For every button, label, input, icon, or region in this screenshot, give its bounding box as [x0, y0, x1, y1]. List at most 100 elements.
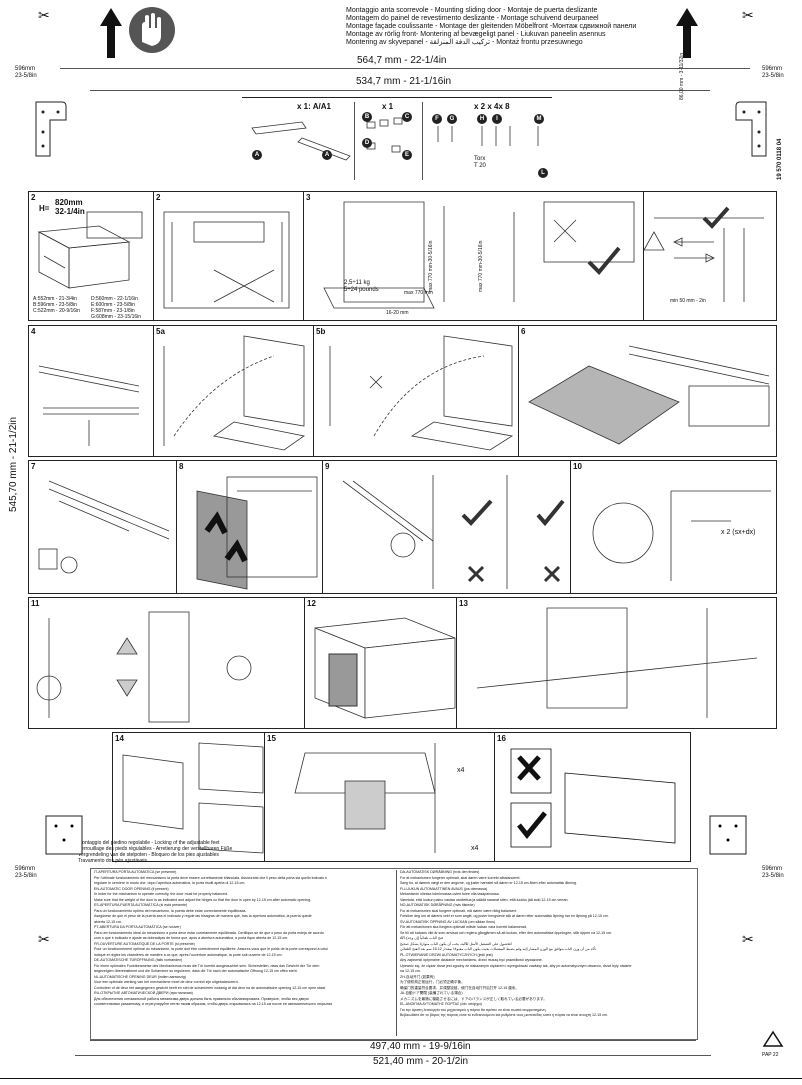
height-inches: 32-1/4in [55, 207, 85, 216]
instruction-line: DE-AUTOMATISCHE TÜRÖFFNUNG (falls vorhan… [94, 958, 183, 962]
part-letter-b: B [362, 112, 372, 122]
instruction-line: соответствовал указанному, и отрегулируй… [94, 1002, 333, 1006]
instruction-line: Make sure that the weight of the door is… [94, 897, 312, 902]
instruction-line: indiqué et réglez les charnières de mani… [94, 952, 283, 957]
dimension-row: G:608mm - 23-15/16in [91, 314, 142, 320]
parts-group-2-label: x 1 [382, 102, 394, 111]
rail-adjust-drawing [342, 475, 565, 589]
step-number: 12 [307, 599, 316, 608]
door-panel-drawing [528, 345, 770, 445]
cabinet-drawing [37, 211, 143, 289]
instruction-line: Für einen optimalen Funktionsweise des M… [94, 963, 320, 968]
part-letter-i: I [492, 114, 502, 124]
recycle-icon [762, 1030, 784, 1047]
quantity-label: x 2 (sx+dx) [721, 529, 756, 536]
instruction-line: EN-AUTOMATIC DOOR OPENING (if present) [94, 886, 169, 891]
step-panel-6: 6 [518, 325, 777, 457]
instruction-line: RU-ОТКРЫТИЕ АВТОМАТИЧЕСКОЙ ДВЕРИ (при на… [94, 991, 193, 995]
step-number: 8 [179, 462, 184, 471]
height-label: H= [39, 204, 50, 213]
instructions-right: DA-AUTOMATISK DØRÅBNING (hvis den findes… [400, 870, 692, 1019]
recycle-code: PAP 22 [762, 1052, 779, 1058]
min-clearance-label: min 50 mm - 2in [670, 298, 706, 304]
max-height-vertical: max 770 mm-30-5/16in [478, 240, 484, 292]
instruction-line: 为了使机构正常运行，门必须正确平衡。 [400, 980, 465, 984]
step-panel-5b: 5b [313, 325, 520, 457]
dishwasher-drawing [323, 201, 635, 309]
step-number: 5b [316, 327, 326, 336]
part-letter-e: E [402, 150, 412, 160]
parts-group-3-label: x 2 x 4x 8 [474, 102, 510, 111]
step-panel-10: 10 x 2 (sx+dx) [570, 460, 777, 594]
step-number: 5a [156, 327, 165, 336]
quantity-label: x4 [471, 845, 479, 852]
door-swing-drawing [163, 335, 305, 451]
hinge-drawing [163, 211, 290, 309]
title-line: Montage façade coulissante - Montage der… [346, 23, 637, 30]
kitchen-install-drawing [314, 617, 456, 719]
instruction-line: JA-自動ドア開閉 (装備されている場合) [400, 991, 463, 995]
side-label-inches: 23-5/8in [15, 873, 37, 879]
part-letter-c: C [402, 112, 412, 122]
door-swing-drawing [329, 335, 514, 451]
clearance-drawing [644, 206, 764, 302]
title-line: Montering av skyvepanel - تركيب الدفة ال… [346, 39, 583, 46]
left-vertical-dimension: 545,70 mm - 21-1/2in [8, 416, 19, 512]
step-number: 2 [156, 193, 161, 202]
instruction-line: メカニズムを最適に機能させるには、ドアのバランスが正しく取れている必要があります… [400, 996, 547, 1001]
rail-fitting-drawing [38, 365, 140, 446]
title-block: Montaggio anta scorrevole - Mounting sli… [346, 7, 676, 47]
quantity-label: x4 [457, 767, 465, 774]
torx-size-label: T 20 [474, 163, 486, 169]
instruction-line: PT-ABERTURA DA PORTA AUTOMÁTICA (se houv… [94, 925, 181, 929]
part-letter-d: D [362, 138, 372, 148]
step-panel-7: 7 [28, 460, 178, 594]
step-number: 4 [31, 327, 36, 336]
instruction-line: Forsikre deg om at dørens vekt er som an… [400, 914, 609, 918]
step-number: 10 [573, 462, 582, 471]
step-number: 14 [115, 734, 124, 743]
part-letter-a: A [322, 150, 332, 160]
side-label-inches: 23-5/8in [762, 73, 784, 79]
height-mm: 820mm [55, 198, 83, 207]
max-height-vertical: max 770 mm-30-5/16in [428, 240, 434, 292]
instruction-line: Pour un fonctionnement optimal du mécani… [94, 947, 328, 951]
instruction-line: للحصول على التشغيل الأمثل للآلية، يجب أن… [400, 941, 512, 946]
instruction-line: Βεβαιωθείτε ότι το βάρος της πόρτας είνα… [400, 1013, 608, 1017]
side-label-596: 596mm [15, 866, 36, 872]
instruction-line: Para un funcionamiento óptimo del mecani… [94, 908, 247, 913]
step-panel-5a: 5a [153, 325, 315, 457]
part-letter-l: L [538, 168, 548, 178]
step-panel-11: 11 [28, 597, 306, 729]
bracket-drawing [735, 101, 767, 157]
dimension-row: F:587mm - 23-1/8in [91, 308, 135, 314]
instruction-line: For at mekanismen fungerer optimalt, ska… [400, 875, 521, 880]
instruction-line: FI-LUUKUN AUTOMAATTINEN AVAUS (jos olema… [400, 886, 488, 891]
step-panel-3: 2 3 2,5÷11 kg 5÷24 pounds max 770 mm 16-… [303, 191, 645, 321]
dimension-bottom-2: 521,40 mm - 20-1/2in [373, 1056, 469, 1067]
dimension-row: E:600mm - 23-5/8in [91, 302, 135, 308]
dimension-table: A:552mm - 21-3/4in B:596mm - 23-5/8in C:… [33, 296, 80, 314]
step-panel-15: 15 x4 x4 [264, 732, 496, 862]
feet-caption: Montaggio del piedino regolabile - Locki… [78, 840, 232, 864]
side-label-596: 596mm [762, 866, 783, 872]
instruction-line: NL-AUTOMATISCHE OPENING DEUR (indien aan… [94, 974, 186, 979]
dimension-row: B:596mm - 23-5/8in [33, 302, 77, 308]
side-label-596: 596mm [762, 66, 783, 72]
instruction-line: Per l'ottimale funzionamento del meccani… [94, 875, 328, 880]
instruction-line: PL-OTWIERANIE DRZWI AUTOMATYCZNYCH (jeśl… [400, 952, 493, 957]
side-label-inches: 23-5/8in [762, 873, 784, 879]
step-panel-8: 8 [176, 460, 324, 594]
instruction-line: FR-OUVERTURE AUTOMATIQUE DE LA PORTE (si… [94, 941, 195, 946]
step-number: 11 [31, 599, 40, 608]
instruction-line: Se till att luckans vikt är som anvisat … [400, 930, 612, 935]
step-panel-4: 4 [28, 325, 155, 457]
instruction-line: Sørg for, at dørens vægt er den angivne,… [400, 881, 577, 885]
step-number: 7 [31, 462, 36, 471]
part-letter-h: H [477, 114, 487, 124]
torx-label: Torx [474, 156, 486, 162]
instruction-line: regolare le cerniere in modo che, dopo l… [94, 881, 246, 885]
door-fitting-drawing [196, 476, 318, 590]
step-number: 9 [325, 462, 330, 471]
instruction-line: Mekanismin ollessa toiminnassa ovien tul… [400, 892, 500, 896]
